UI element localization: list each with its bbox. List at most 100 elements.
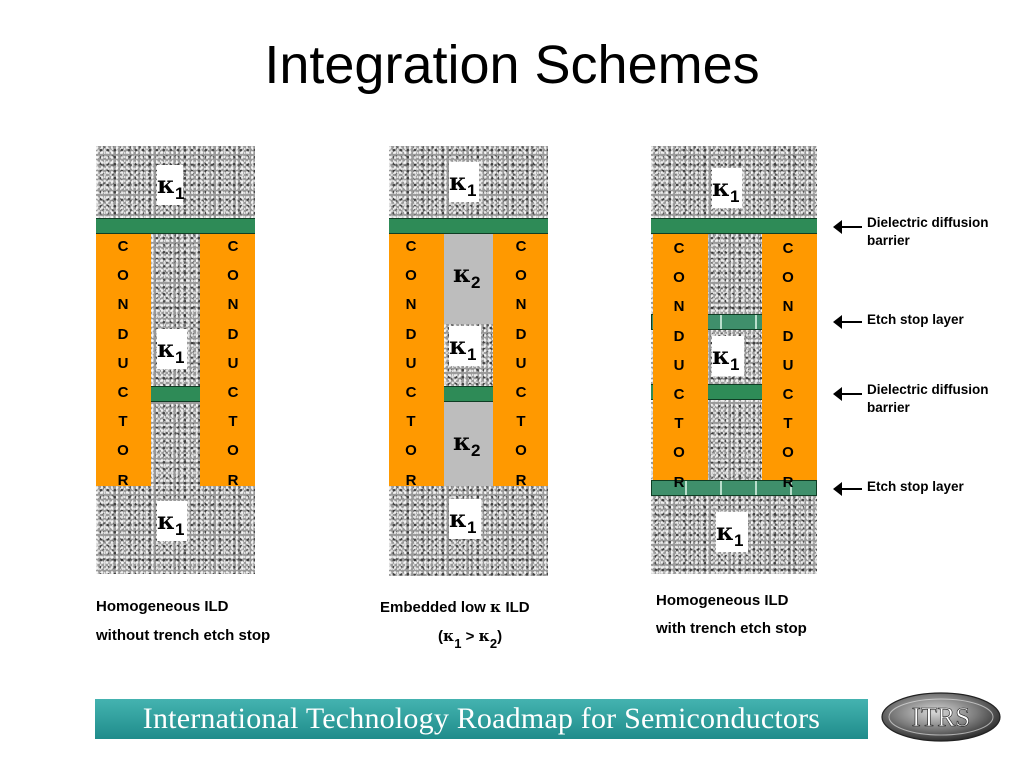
diffusion-barrier-top	[389, 218, 548, 234]
arrow-left-icon	[833, 220, 862, 234]
paren-open: (	[438, 628, 443, 645]
conductor-letter: D	[673, 327, 685, 345]
conductor-letter: C	[673, 240, 685, 257]
conductor-letter: C	[782, 240, 794, 257]
conductor-letter: U	[515, 354, 527, 372]
kappa-subscript: 1	[175, 520, 185, 539]
conductor-letter: C	[405, 238, 417, 255]
conductor-letter: N	[405, 296, 417, 314]
annotation-dielectric-barrier: Dielectric diffusion barrier	[867, 215, 989, 248]
kappa-subscript: 2	[471, 273, 481, 292]
diffusion-barrier-top	[96, 218, 255, 234]
conductor-letter: C	[782, 386, 794, 403]
ild-bottom	[651, 496, 817, 574]
footer-banner: International Technology Roadmap for Sem…	[95, 699, 868, 739]
kappa-1-label: κ1	[157, 329, 187, 369]
conductor-letter: N	[782, 298, 794, 316]
kappa-subscript: 1	[467, 181, 477, 200]
conductor-letter: N	[673, 298, 685, 316]
conductor-letter: T	[674, 415, 684, 433]
kappa-1-label: κ1	[716, 512, 748, 552]
conductor-letter: U	[117, 354, 129, 372]
caption-left-line2: without trench etch stop	[96, 627, 271, 644]
kappa-2-label: κ2	[453, 422, 483, 462]
conductor-letter: O	[227, 442, 239, 460]
conductor-letter: N	[117, 296, 129, 314]
kappa-1-label: κ1	[449, 326, 481, 366]
conductor-letter: T	[118, 413, 128, 431]
conductor-letter: N	[227, 296, 239, 314]
kappa-symbol: κ	[157, 334, 175, 363]
conductor-letter: O	[117, 442, 129, 460]
conductor-letter: R	[782, 473, 794, 491]
conductor-letter: O	[782, 444, 794, 462]
caption-text: ILD	[505, 599, 530, 616]
conductor-letter: R	[673, 473, 685, 491]
kappa-1-label: κ1	[449, 162, 479, 202]
caption-middle-line2: (κ1 > κ2)	[438, 627, 503, 651]
annotation-etch-stop: Etch stop layer	[867, 312, 964, 327]
conductor-letter: O	[227, 267, 239, 285]
arrow-left-icon	[833, 482, 862, 496]
kappa-2-label: κ2	[453, 254, 483, 294]
kappa-1-label: κ1	[449, 499, 481, 539]
arrow-left-icon	[833, 387, 862, 401]
conductor-letter: R	[515, 471, 527, 489]
conductor-letter: C	[515, 238, 527, 255]
conductor-letter: D	[782, 327, 794, 345]
conductor-right	[762, 234, 817, 480]
kappa-subscript: 1	[175, 184, 185, 203]
conductor-letter: O	[405, 442, 417, 460]
conductor-letter: C	[227, 384, 239, 401]
kappa-subscript: 1	[467, 345, 477, 364]
low-k-upper	[444, 234, 493, 324]
conductor-letter: R	[117, 471, 129, 489]
conductor-letter: C	[405, 384, 417, 401]
kappa-1-label: κ1	[712, 336, 744, 376]
conductor-left	[96, 234, 151, 486]
footer-banner-text: International Technology Roadmap for Sem…	[142, 702, 821, 735]
low-k-lower	[444, 402, 493, 486]
kappa-subscript: 1	[454, 636, 462, 651]
conductor-letter: O	[405, 267, 417, 285]
kappa-symbol: κ	[449, 331, 467, 360]
paren-close: )	[497, 628, 503, 645]
conductor-letter: D	[117, 325, 129, 343]
kappa-1-label: κ1	[157, 165, 185, 205]
kappa-symbol: κ	[716, 517, 734, 546]
caption-right-line2: with trench etch stop	[656, 620, 807, 637]
kappa-symbol: κ	[453, 259, 471, 288]
kappa-symbol: κ	[157, 506, 175, 535]
kappa-symbol: κ	[478, 627, 490, 645]
conductor-letter: R	[227, 471, 239, 489]
etch-stop-lower	[651, 480, 817, 496]
conductor-letter: C	[227, 238, 239, 255]
kappa-symbol: κ	[712, 173, 730, 202]
kappa-1-label: κ1	[712, 168, 742, 208]
conductor-letter: C	[515, 384, 527, 401]
conductor-letter: T	[516, 413, 526, 431]
greater-than: >	[465, 628, 475, 645]
conductor-letter: O	[117, 267, 129, 285]
conductor-right	[493, 234, 548, 486]
conductor-letter: T	[228, 413, 238, 431]
svg-text:ITRS: ITRS	[912, 702, 971, 732]
kappa-symbol: κ	[449, 504, 467, 533]
kappa-subscript: 1	[730, 187, 740, 206]
conductor-left	[653, 234, 708, 480]
conductor-letter: O	[515, 442, 527, 460]
conductor-letter: O	[673, 269, 685, 287]
kappa-subscript: 1	[467, 518, 477, 537]
caption-left-line1: Homogeneous ILD	[96, 598, 229, 615]
conductor-letter: D	[227, 325, 239, 343]
kappa-subscript: 2	[489, 636, 498, 651]
kappa-symbol: κ	[453, 427, 471, 456]
arrow-left-icon	[833, 315, 862, 329]
conductor-letter: O	[782, 269, 794, 287]
kappa-symbol: κ	[712, 341, 730, 370]
conductor-left	[389, 234, 444, 486]
itrs-logo: ITRS	[881, 692, 1001, 742]
conductor-letter: U	[782, 356, 794, 374]
kappa-1-label: κ1	[157, 501, 187, 541]
